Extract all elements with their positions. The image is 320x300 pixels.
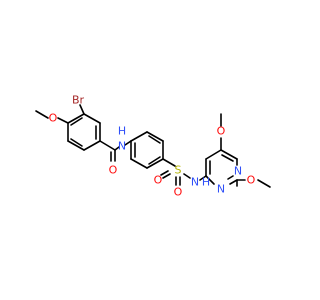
bond-o-ch3 (257, 179, 271, 188)
bond (70, 117, 83, 126)
bond-n-ring (124, 140, 132, 146)
pyrimidine-ring (205, 149, 238, 185)
atom-o-methoxy-left: O (49, 112, 58, 125)
molecule-structure: Br O O N H S O O N H N N O O (35, 94, 271, 199)
bond (229, 179, 238, 185)
atom-n-ring-right: N (234, 165, 242, 178)
bond-s-n (183, 173, 191, 179)
bond (148, 135, 161, 144)
atom-s-sulfonyl: S (175, 164, 182, 177)
bond-ring-s (162, 158, 176, 167)
bond (205, 149, 222, 160)
atom-n-sulfonamide: N (191, 176, 199, 189)
bond (146, 131, 164, 142)
bond (130, 131, 148, 142)
bond (205, 175, 215, 185)
bond-o-ch3 (35, 110, 49, 119)
bond-s-o (162, 173, 171, 179)
bond-n-ring (199, 175, 207, 181)
bond-c-o (57, 117, 69, 124)
bond (70, 138, 83, 147)
bond-ring-carbonyl (99, 140, 116, 151)
atom-o-methoxy-top: O (217, 125, 226, 138)
bond (146, 158, 164, 169)
bond (227, 175, 234, 180)
atom-o-sulfonyl-left: O (154, 174, 163, 187)
bond (83, 113, 101, 124)
atom-h-amide: H (118, 125, 126, 138)
atom-n-amide: N (118, 140, 126, 153)
bond (83, 140, 101, 151)
bond (67, 140, 85, 151)
atom-br: Br (72, 94, 85, 107)
atom-o-carbonyl: O (109, 164, 118, 177)
phenylene-ring (130, 131, 164, 169)
bond (220, 149, 238, 160)
bond (130, 158, 148, 169)
bond-c-n (114, 146, 120, 151)
atom-o-sulfonyl-bottom: O (174, 186, 183, 199)
bond (67, 113, 85, 124)
atom-h-sulfonamide: H (202, 176, 210, 189)
bond-s-o (160, 170, 169, 176)
atom-n-ring-bottom: N (217, 183, 225, 196)
bond (148, 156, 161, 165)
bond-c-br (79, 104, 85, 115)
atom-o-methoxy-right: O (247, 174, 256, 187)
bromo-methoxy-benzene-ring (67, 113, 101, 151)
bond (221, 154, 234, 162)
